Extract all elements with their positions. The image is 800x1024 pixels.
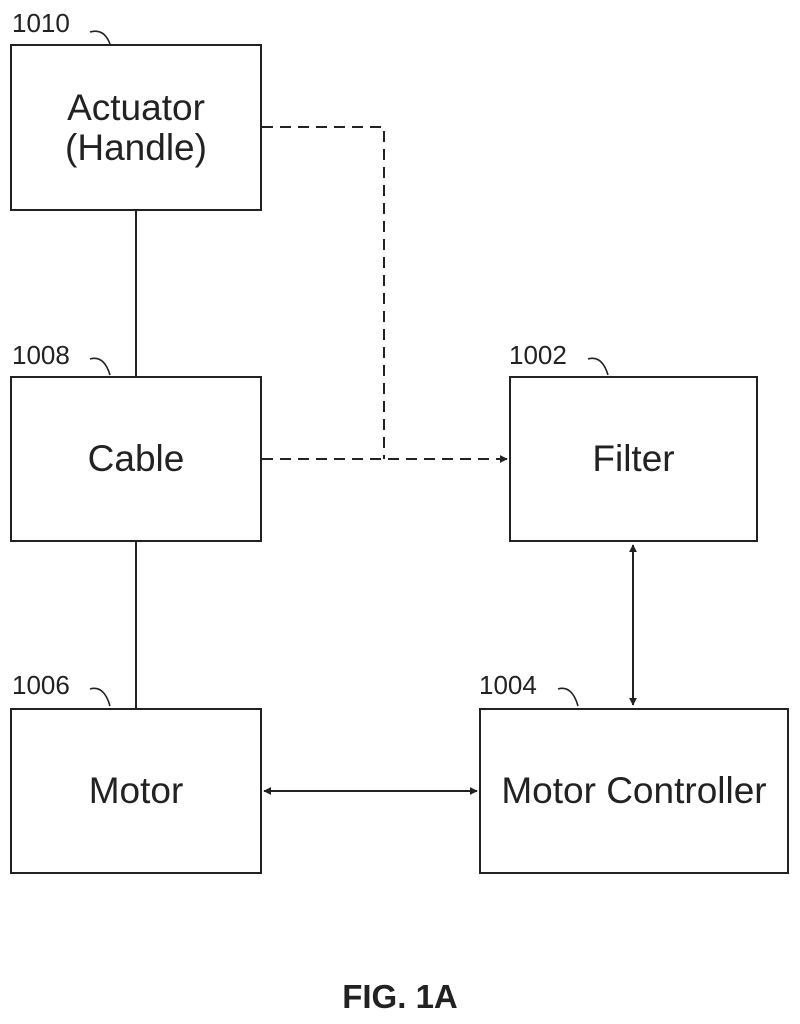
actuator-block: Actuator (Handle) — [10, 44, 262, 211]
cable-block: Cable — [10, 376, 262, 542]
ref-numeral-1002: 1002 — [509, 340, 567, 370]
ref-leader-1004 — [558, 688, 578, 706]
ref-numeral-1006: 1006 — [12, 670, 70, 700]
motor-block: Motor — [10, 708, 262, 874]
motor-label: Motor — [89, 771, 184, 811]
ref-leader-1002 — [588, 358, 608, 375]
ref-numeral-1008: 1008 — [12, 340, 70, 370]
ref-leader-1008 — [90, 358, 110, 375]
filter-block: Filter — [509, 376, 758, 542]
cable-label: Cable — [88, 439, 185, 479]
actuator-filter-dashed-path — [262, 127, 384, 459]
motor-controller-block: Motor Controller — [479, 708, 789, 874]
figure-caption: FIG. 1A — [0, 978, 800, 1016]
ref-leader-1010 — [90, 31, 110, 44]
ref-numeral-1010: 1010 — [12, 8, 70, 38]
motor-controller-label: Motor Controller — [501, 771, 766, 811]
ref-numeral-1004: 1004 — [479, 670, 537, 700]
filter-label: Filter — [592, 439, 674, 479]
actuator-label: Actuator (Handle) — [65, 88, 207, 168]
ref-leader-1006 — [90, 688, 110, 706]
